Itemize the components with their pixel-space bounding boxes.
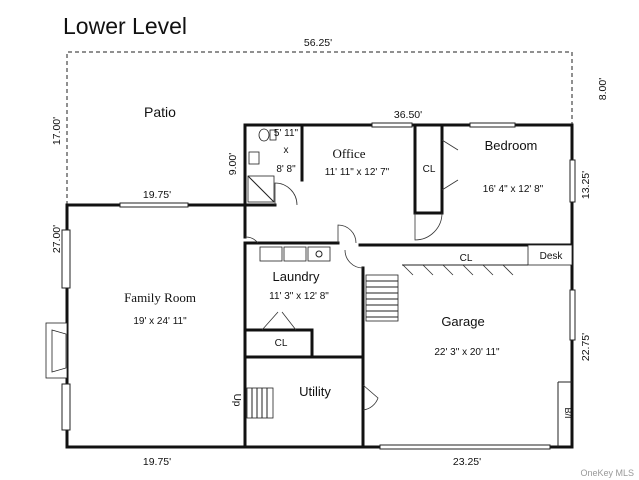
bedroom-label: Bedroom: [485, 138, 538, 153]
office-closet-label: CL: [423, 164, 436, 175]
laundry-size: 11' 3" x 12' 8": [269, 291, 329, 302]
bedroom-size: 16' 4" x 12' 8": [483, 184, 544, 195]
room-labels: Patio 5' 11" x 8' 8" Office 11' 11" x 12…: [124, 104, 573, 419]
stairs: [246, 274, 399, 419]
bath-fixtures: [247, 128, 277, 203]
dim-upper-wall: 36.50': [394, 109, 422, 121]
stairs-up-label: Up: [231, 394, 242, 407]
fireplace: [45, 322, 68, 379]
plan-title: Lower Level: [63, 13, 187, 39]
dim-patio-bottom: 19.75': [143, 189, 171, 201]
utility-label: Utility: [299, 384, 331, 399]
dim-patio-left: 17.00': [51, 117, 63, 145]
watermark: OneKey MLS: [580, 468, 634, 478]
family-room-size: 19' x 24' 11": [133, 316, 187, 327]
doors: [244, 139, 573, 411]
garage-size: 22' 3" x 20' 11": [434, 347, 500, 358]
laundry-appliances: [259, 246, 331, 262]
laundry-closet-label: CL: [275, 338, 288, 349]
bath-dim-line2: x: [284, 145, 289, 156]
patio-label: Patio: [144, 104, 176, 120]
dim-top-overall: 56.25': [304, 37, 332, 49]
bilco-label: B/I: [563, 407, 573, 418]
dim-garage-side: 22.75': [580, 333, 592, 361]
desk-label: Desk: [540, 251, 564, 262]
office-label: Office: [333, 146, 366, 161]
bath-dim-line3: 8' 8": [276, 164, 296, 175]
family-room-label: Family Room: [124, 290, 196, 305]
patio-outline: [66, 51, 573, 205]
dim-patio-right: 8.00': [597, 78, 609, 100]
dimension-labels: 56.25' 8.00' 17.00' 36.50' 9.00' 13.25' …: [51, 37, 609, 468]
garage-closet-label: CL: [460, 253, 473, 264]
laundry-label: Laundry: [273, 269, 320, 284]
garage-label: Garage: [441, 314, 484, 329]
dim-bottom-right: 23.25': [453, 456, 481, 468]
bath-dim-line1: 5' 11": [274, 128, 299, 139]
dim-family-side: 27.00': [51, 225, 63, 253]
dim-bottom-left: 19.75': [143, 456, 171, 468]
office-size: 11' 11" x 12' 7": [325, 167, 390, 178]
windows: [61, 122, 576, 450]
dim-bath-height: 9.00': [227, 153, 239, 175]
dim-bedroom-side: 13.25': [580, 171, 592, 199]
